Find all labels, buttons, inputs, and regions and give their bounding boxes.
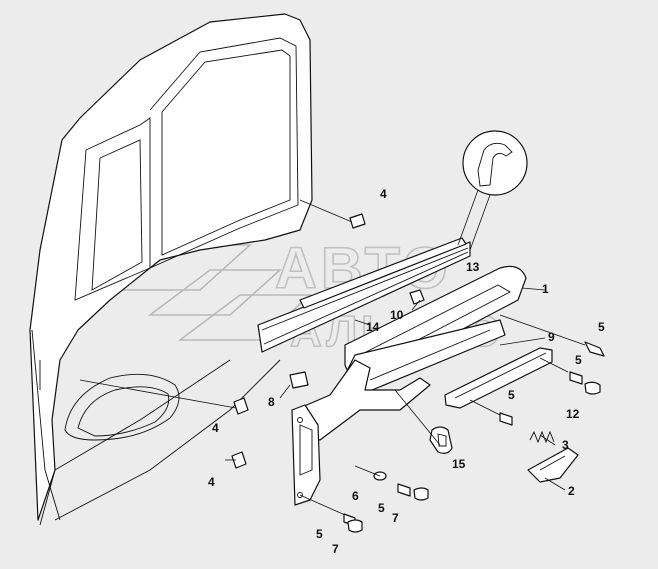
callout-5-lower: 5 xyxy=(508,388,515,402)
pad-8 xyxy=(289,371,309,389)
clip-10 xyxy=(409,289,425,305)
callout-7-small: 7 xyxy=(392,511,399,525)
callout-3: 3 xyxy=(562,438,569,452)
clip-4-low xyxy=(225,451,247,469)
screw-5-small xyxy=(397,483,411,497)
cap-7-bottom xyxy=(347,519,363,533)
clip-4-top xyxy=(299,199,366,229)
callout-4-low: 4 xyxy=(208,475,215,489)
latch-plate-2 xyxy=(527,447,579,483)
clip-4-mid xyxy=(79,379,249,415)
armrest xyxy=(444,347,553,409)
callout-8: 8 xyxy=(268,395,275,409)
callout-1: 1 xyxy=(542,282,549,296)
door-shell xyxy=(29,13,313,526)
cap-7-small xyxy=(413,487,429,501)
callout-4-top: 4 xyxy=(380,187,387,201)
callout-9: 9 xyxy=(548,330,555,344)
callout-15: 15 xyxy=(452,457,466,471)
callout-14: 14 xyxy=(366,320,380,334)
grommet-15 xyxy=(429,426,453,454)
callout-5-middle: 5 xyxy=(575,353,582,367)
callout-6: 6 xyxy=(352,489,359,503)
callout-2: 2 xyxy=(568,484,575,498)
callout-4-mid: 4 xyxy=(212,421,219,435)
callout-7-bottom: 7 xyxy=(332,542,339,556)
washer-6 xyxy=(354,465,387,481)
callout-5-right: 5 xyxy=(598,320,605,334)
callout-5-small: 5 xyxy=(378,501,385,515)
door-lock-assembly xyxy=(291,404,321,506)
callout-12: 12 xyxy=(566,407,580,421)
inset-detail-circle xyxy=(457,130,528,251)
cap-12 xyxy=(584,381,601,395)
weatherstrip xyxy=(299,237,467,309)
callout-13: 13 xyxy=(466,260,480,274)
lower-bracket xyxy=(294,359,431,441)
screw-5-middle xyxy=(539,357,583,385)
callout-5-bottom: 5 xyxy=(316,527,323,541)
screw-5-lower xyxy=(469,399,513,426)
screw-5-right xyxy=(499,314,605,357)
callout-10: 10 xyxy=(390,308,404,322)
spring-3 xyxy=(529,430,555,444)
